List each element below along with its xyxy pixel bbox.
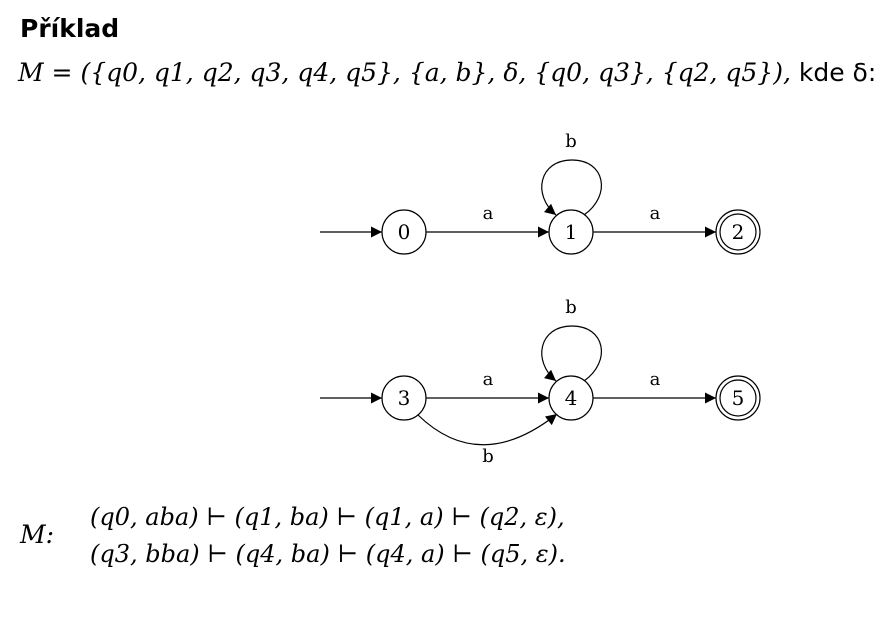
state-label-2: 2 xyxy=(732,220,745,244)
state-4 xyxy=(548,375,594,421)
page-title: Příklad xyxy=(20,14,120,43)
state-5-outer xyxy=(715,375,761,421)
state-0 xyxy=(381,209,427,255)
edge-label-0-1: a xyxy=(483,203,494,224)
computation-line-2: (q3, bba) ⊢ (q4, ba) ⊢ (q4, a) ⊢ (q5, ε)… xyxy=(90,540,566,568)
state-label-3: 3 xyxy=(398,386,411,410)
state-label-0: 0 xyxy=(398,220,411,244)
loop-4 xyxy=(541,325,602,382)
definition-formula: M = ({q0, q1, q2, q3, q4, q5}, {a, b}, δ… xyxy=(18,58,791,87)
state-2-inner xyxy=(719,213,757,251)
edge-3-4-b xyxy=(417,413,558,446)
loop-1 xyxy=(541,159,602,216)
edge-label-3-4-b: b xyxy=(482,446,494,467)
state-1 xyxy=(548,209,594,255)
state-label-5: 5 xyxy=(732,386,745,410)
definition-suffix: kde δ: xyxy=(790,58,877,87)
state-5-inner xyxy=(719,379,757,417)
state-label-4: 4 xyxy=(565,386,578,410)
state-label-1: 1 xyxy=(565,220,578,244)
edge-label-1-2: a xyxy=(650,203,661,224)
computation-label: M: xyxy=(20,520,55,549)
edge-label-3-4-a: a xyxy=(483,369,494,390)
edge-label-4-5: a xyxy=(650,369,661,390)
state-3 xyxy=(381,375,427,421)
computation-line-1: (q0, aba) ⊢ (q1, ba) ⊢ (q1, a) ⊢ (q2, ε)… xyxy=(90,503,565,531)
loop-label-1: b xyxy=(565,131,577,152)
automaton-definition: M = ({q0, q1, q2, q3, q4, q5}, {a, b}, δ… xyxy=(18,58,876,87)
state-2-outer xyxy=(715,209,761,255)
loop-label-4: b xyxy=(565,297,577,318)
